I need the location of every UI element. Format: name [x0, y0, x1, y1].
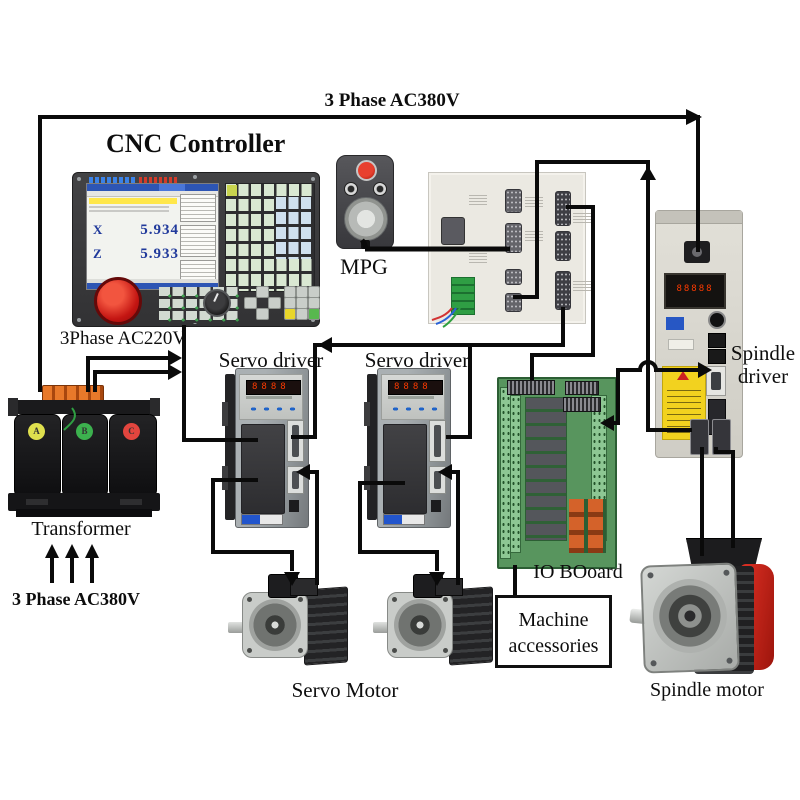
io-header-connector — [507, 380, 555, 395]
driver-label — [383, 514, 425, 525]
servo-motor-z — [373, 574, 493, 674]
servo-driver-x: 8888 — [222, 368, 309, 528]
pulse-wheel[interactable] — [344, 197, 388, 241]
lcd-status-column — [180, 194, 216, 280]
axis-z-label: Z — [93, 246, 102, 261]
arrow-up-key[interactable] — [256, 286, 269, 298]
servo-buttons — [388, 404, 438, 412]
lcd-titlebar — [87, 184, 218, 191]
lcd-highlight-row — [89, 198, 177, 204]
power-terminal-connector — [451, 277, 475, 315]
db25-connector — [555, 231, 571, 261]
machine-accessories-line1: Machine — [518, 609, 589, 631]
rj-port — [708, 333, 726, 348]
servo-display: 8888 — [388, 380, 443, 395]
phase-a-dot: A — [28, 423, 45, 440]
spindle-key[interactable] — [284, 308, 296, 320]
driver-front-cover — [241, 424, 285, 514]
motor-shaft — [373, 622, 391, 633]
phase-c-dot: C — [123, 423, 140, 440]
spindle-motor-face — [651, 577, 729, 655]
axis-x-label: X — [93, 222, 103, 237]
cn2-encoder-connector — [429, 466, 446, 494]
relay-column — [525, 397, 567, 541]
cn1-connector — [287, 420, 304, 462]
motor-db-connector — [712, 419, 731, 455]
servo-buttons — [246, 404, 296, 412]
io-db25-connector — [565, 381, 599, 395]
driver-front-cover — [383, 424, 427, 514]
db9-mpg-connector — [505, 223, 522, 253]
mode-button[interactable] — [666, 317, 684, 330]
io-board — [497, 377, 617, 569]
axis-readout: X 5.934 Z 5.933 — [93, 222, 179, 270]
encoder-db-connector — [690, 419, 709, 455]
cn2-encoder-connector — [287, 466, 304, 494]
function-key[interactable] — [227, 185, 237, 196]
rj-port — [708, 349, 726, 364]
db9-connector — [505, 189, 522, 213]
number-keypad[interactable] — [276, 197, 313, 259]
arrow-down-key[interactable] — [256, 308, 269, 320]
db9-connector — [505, 269, 522, 285]
motor-face — [249, 599, 301, 651]
encoder-connector-box — [435, 578, 463, 596]
cycle-start-key[interactable] — [308, 308, 320, 320]
lcd-program-lines — [89, 206, 169, 214]
cnc-controller-panel: X 5.934 Z 5.933 — [72, 172, 320, 327]
orange-relays — [569, 499, 606, 553]
spindle-motor-unit — [629, 538, 774, 684]
arrow-right-key[interactable] — [268, 297, 281, 309]
adjust-knob[interactable] — [708, 311, 726, 329]
axis-x-value: 5.934 — [140, 222, 179, 238]
servo-motor-x — [228, 574, 348, 674]
step-select-knob[interactable] — [373, 182, 387, 196]
mpg-cable — [361, 240, 370, 249]
servo-driver-z: 8888 — [364, 368, 451, 528]
mpg-handwheel — [336, 155, 394, 249]
emergency-stop-button[interactable] — [94, 277, 142, 325]
spindle-driver-unit: 88888 — [655, 210, 743, 458]
usb-port — [431, 500, 441, 512]
axis-z-value: 5.933 — [140, 246, 179, 262]
aux-key[interactable] — [296, 308, 308, 320]
lcd-screen: X 5.934 Z 5.933 — [86, 183, 219, 290]
phase-b-dot: B — [76, 423, 93, 440]
cn1-connector — [429, 420, 446, 462]
db25-io-connector — [555, 191, 571, 226]
power-input-connector — [684, 241, 710, 263]
rating-label — [668, 339, 694, 350]
axis-select-knob[interactable] — [344, 182, 358, 196]
servo-display: 8888 — [246, 380, 301, 395]
db9-spindle-connector — [505, 293, 522, 312]
override-knob[interactable] — [203, 289, 231, 317]
transformer-unit: A B C — [8, 385, 160, 525]
arrow-left-key[interactable] — [244, 297, 257, 309]
machine-accessories-line2: accessories — [508, 635, 599, 657]
spindle-display: 88888 — [664, 273, 726, 309]
controller-rear-panel — [428, 172, 591, 324]
usb-port — [289, 500, 299, 512]
encoder-connector-box — [290, 578, 318, 596]
terminal-strip-left2 — [510, 395, 521, 553]
io-db15-connector — [563, 397, 601, 412]
db25-axis-connector — [555, 271, 571, 310]
motor-shaft — [228, 622, 246, 633]
db15-connector — [441, 217, 465, 245]
driver-label — [241, 514, 283, 525]
machine-accessories-box: Machine accessories — [495, 595, 612, 668]
mpg-estop-button[interactable] — [356, 160, 377, 181]
command-connector — [706, 366, 726, 396]
motor-face — [394, 599, 446, 651]
